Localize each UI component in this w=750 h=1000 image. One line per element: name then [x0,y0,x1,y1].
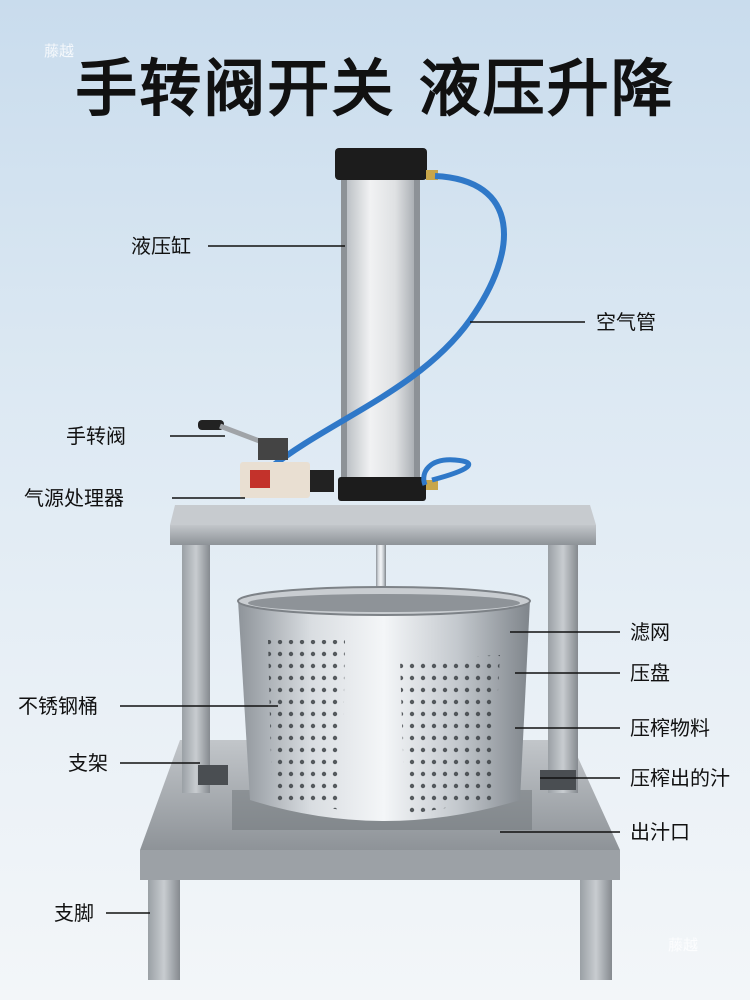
hand-valve [198,420,288,460]
watermark-bottom: 藤越 [668,936,699,954]
label-filter-mesh: 滤网 [630,620,670,644]
piston-rod [376,545,386,610]
label-press-plate: 压盘 [630,661,670,685]
label-pressed-juice: 压榨出的汁 [630,766,730,790]
watermark-top: 藤越 [44,42,75,60]
top-plate [170,505,596,545]
air-hose [268,173,507,471]
label-juice-outlet: 出汁口 [630,820,690,844]
label-air-source-processor: 气源处理器 [24,486,124,510]
label-frame: 支架 [68,751,108,775]
page-title: 手转阀开关 液压升降 [75,52,675,125]
air-source-processor [240,462,334,498]
leader-lines [106,245,620,914]
hydraulic-cylinder [335,148,438,501]
frame-uprights [182,525,578,793]
label-stainless-barrel: 不锈钢桶 [18,694,98,718]
label-hydraulic-cylinder: 液压缸 [131,234,191,258]
foot-right [580,880,612,980]
label-air-hose: 空气管 [596,310,656,334]
label-press-material: 压榨物料 [630,716,710,740]
label-feet: 支脚 [54,901,94,925]
foot-left [148,880,180,980]
label-hand-valve: 手转阀 [66,424,126,448]
stainless-barrel [237,586,531,821]
